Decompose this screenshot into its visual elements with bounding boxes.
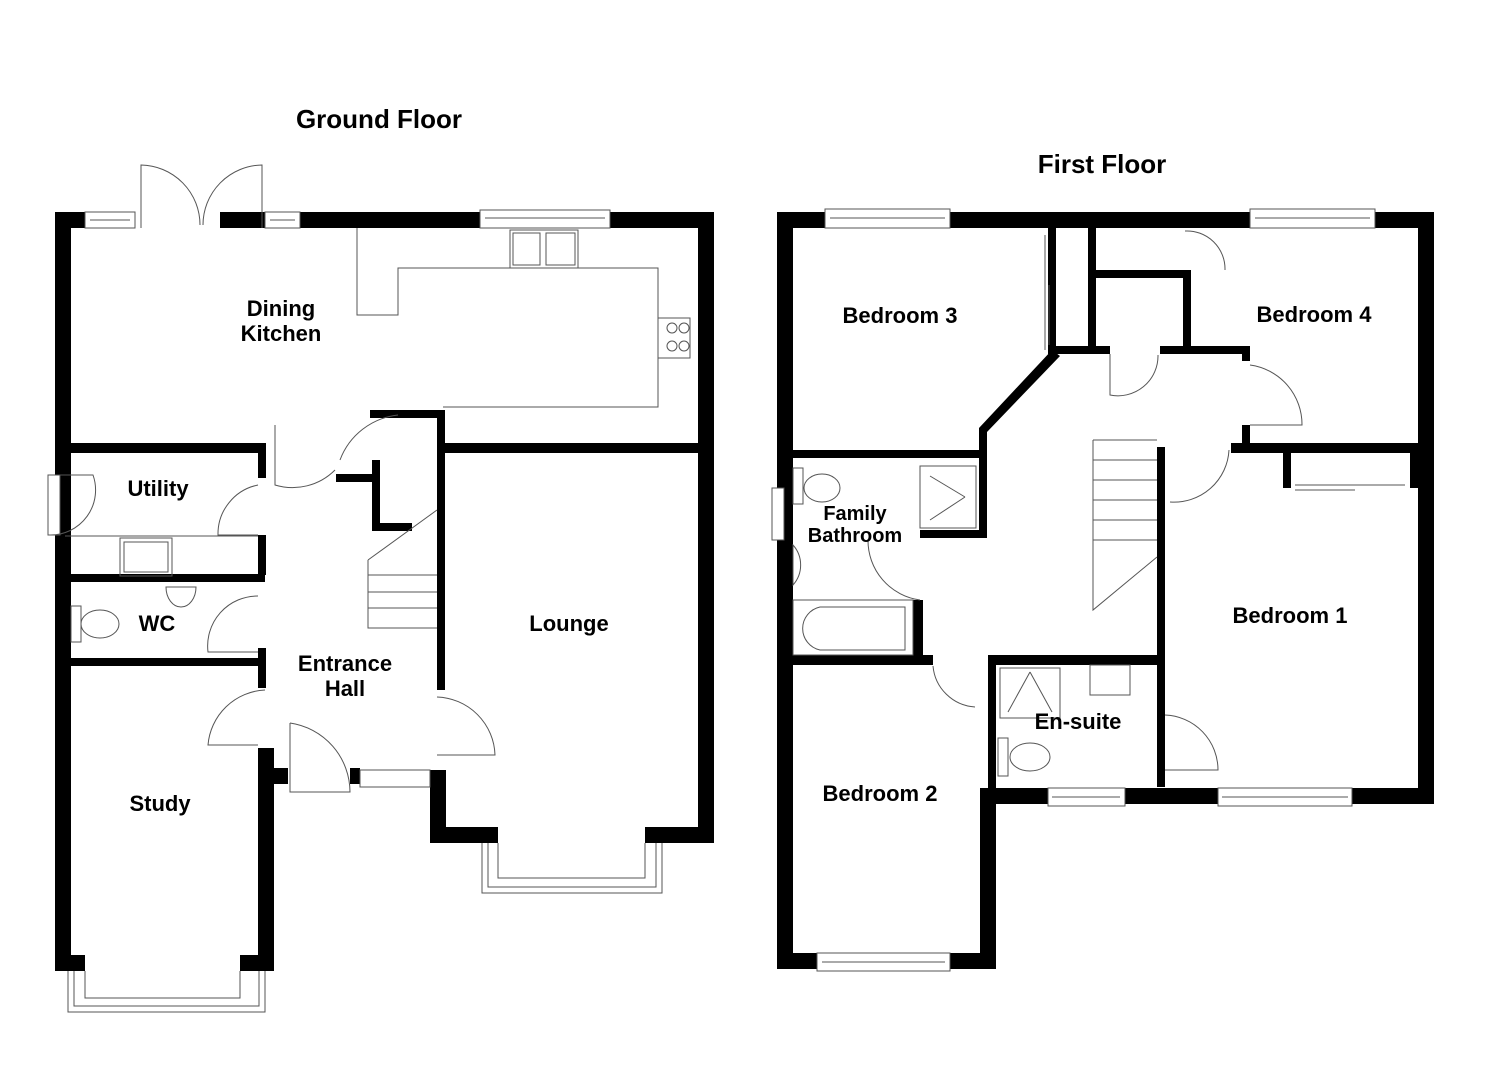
room-label-bedroom-1: Bedroom 1 [1233, 603, 1348, 628]
room-label-utility: Utility [127, 476, 189, 501]
room-label-dining-kitchen: Dining [247, 296, 315, 321]
wall [55, 212, 71, 968]
ground-floor-title: Ground Floor [296, 104, 462, 134]
staircase [367, 509, 438, 629]
room-label-wc: WC [139, 611, 176, 636]
room-label-lounge: Lounge [529, 611, 608, 636]
staircase [1092, 439, 1158, 612]
room-label-family-bathroom: Bathroom [808, 525, 902, 547]
room-label-study: Study [129, 791, 191, 816]
room-label-en-suite: En-suite [1035, 709, 1122, 734]
room-label-dining-kitchen: Kitchen [241, 321, 322, 346]
room-label-bedroom-2: Bedroom 2 [823, 781, 938, 806]
room-label-entrance-hall: Entrance [298, 651, 392, 676]
room-label-entrance-hall: Hall [325, 676, 365, 701]
first-floor [771, 208, 1434, 972]
room-label-bedroom-3: Bedroom 3 [843, 303, 958, 328]
room-label-family-bathroom: Family [823, 503, 887, 525]
room-label-bedroom-4: Bedroom 4 [1257, 302, 1373, 327]
ground-floor [47, 164, 714, 1013]
first-floor-title: First Floor [1038, 149, 1167, 179]
